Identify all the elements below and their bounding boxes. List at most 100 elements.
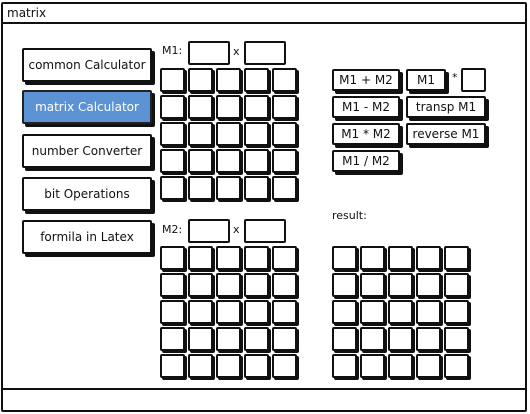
window-title: matrix [3,4,525,24]
m1-cell[interactable] [244,176,269,200]
add-button[interactable]: M1 + M2 [332,69,400,91]
nav-bit-operations[interactable]: bit Operations [22,177,152,211]
m1-cell[interactable] [188,149,213,173]
result-label: result: [332,209,367,222]
m2-cell[interactable] [160,246,185,270]
m2-times-label: x [233,223,240,236]
m1-cell[interactable] [244,95,269,119]
divide-button[interactable]: M1 / M2 [332,150,400,172]
nav-formula-latex[interactable]: formila in Latex [22,220,152,254]
m2-cell[interactable] [160,327,185,351]
m2-cell[interactable] [216,354,241,378]
scalar-m1-button[interactable]: M1 [406,69,446,91]
m2-cell[interactable] [244,300,269,324]
result-cell[interactable] [416,327,441,351]
result-cell[interactable] [388,246,413,270]
m1-cell[interactable] [160,122,185,146]
m1-cell[interactable] [160,149,185,173]
nav-matrix-calculator[interactable]: matrix Calculator [22,90,152,124]
m1-cell[interactable] [272,149,297,173]
m1-cell[interactable] [216,122,241,146]
result-cell[interactable] [388,354,413,378]
result-cell[interactable] [332,354,357,378]
scalar-input[interactable] [461,68,486,92]
result-cell[interactable] [444,246,469,270]
result-cell[interactable] [388,300,413,324]
m2-cell[interactable] [244,327,269,351]
m1-cell[interactable] [216,149,241,173]
m2-cell[interactable] [244,246,269,270]
m1-cell[interactable] [272,122,297,146]
scalar-star-label: * [452,71,458,84]
m2-cell[interactable] [160,354,185,378]
reverse-button[interactable]: reverse M1 [406,123,486,145]
m1-cell[interactable] [244,122,269,146]
result-cell[interactable] [444,327,469,351]
m1-cell[interactable] [188,95,213,119]
multiply-button[interactable]: M1 * M2 [332,123,400,145]
m1-cell[interactable] [272,176,297,200]
m2-cols-input[interactable] [244,219,286,243]
m1-cell[interactable] [216,68,241,92]
m1-cell[interactable] [188,122,213,146]
m1-cell[interactable] [160,68,185,92]
m2-cell[interactable] [188,354,213,378]
result-cell[interactable] [360,354,385,378]
result-cell[interactable] [332,327,357,351]
m1-cell[interactable] [188,68,213,92]
m1-cell[interactable] [272,68,297,92]
result-cell[interactable] [360,273,385,297]
m2-cell[interactable] [188,273,213,297]
m2-cell[interactable] [188,300,213,324]
m2-cell[interactable] [272,354,297,378]
result-cell[interactable] [444,354,469,378]
result-cell[interactable] [416,246,441,270]
m1-cell[interactable] [160,95,185,119]
result-cell[interactable] [332,300,357,324]
m2-cell[interactable] [160,300,185,324]
result-cell[interactable] [388,327,413,351]
m2-cell[interactable] [272,300,297,324]
m1-cell[interactable] [216,95,241,119]
result-grid [332,246,469,378]
result-cell[interactable] [444,300,469,324]
nav-number-converter[interactable]: number Converter [22,134,152,168]
result-cell[interactable] [332,273,357,297]
m1-cell[interactable] [216,176,241,200]
m2-cell[interactable] [272,246,297,270]
m1-rows-input[interactable] [188,41,230,65]
m1-cell[interactable] [244,149,269,173]
m2-cell[interactable] [272,327,297,351]
m2-cell[interactable] [244,354,269,378]
m1-label: M1: [162,44,183,57]
result-cell[interactable] [444,273,469,297]
m2-cell[interactable] [216,246,241,270]
result-cell[interactable] [388,273,413,297]
m1-cell[interactable] [244,68,269,92]
m1-cols-input[interactable] [244,41,286,65]
m1-cell[interactable] [188,176,213,200]
m2-cell[interactable] [188,327,213,351]
result-cell[interactable] [332,246,357,270]
result-cell[interactable] [416,354,441,378]
m2-cell[interactable] [160,273,185,297]
result-cell[interactable] [416,273,441,297]
m2-cell[interactable] [216,300,241,324]
m2-cell[interactable] [244,273,269,297]
m2-cell[interactable] [188,246,213,270]
result-cell[interactable] [360,300,385,324]
result-cell[interactable] [416,300,441,324]
m1-cell[interactable] [272,95,297,119]
m2-rows-input[interactable] [188,219,230,243]
m2-cell[interactable] [216,273,241,297]
nav-common-calculator[interactable]: common Calculator [22,48,152,82]
m1-cell[interactable] [160,176,185,200]
m2-cell[interactable] [272,273,297,297]
result-cell[interactable] [360,327,385,351]
subtract-button[interactable]: M1 - M2 [332,96,400,118]
transpose-button[interactable]: transp M1 [406,96,486,118]
result-cell[interactable] [360,246,385,270]
m2-cell[interactable] [216,327,241,351]
m2-label: M2: [162,223,183,236]
